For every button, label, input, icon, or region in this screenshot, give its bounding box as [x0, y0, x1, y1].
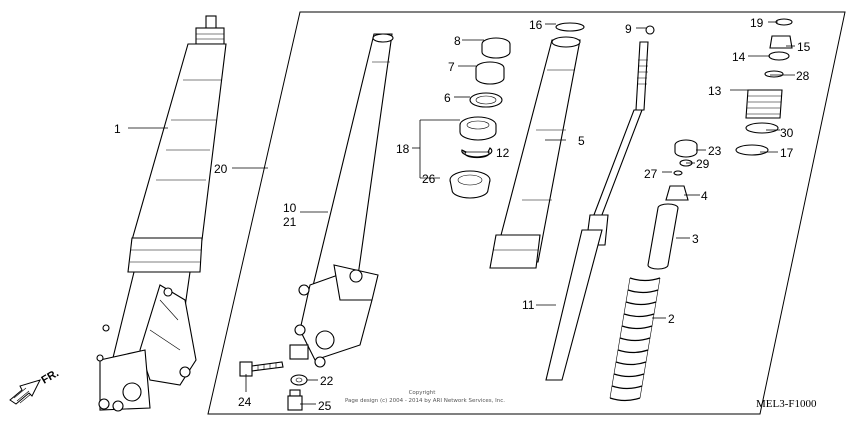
callout-3: 3 — [692, 232, 699, 246]
callout-21: 21 — [283, 215, 297, 229]
callout-26: 26 — [422, 172, 436, 186]
right-column-parts-drawing — [665, 18, 793, 201]
callout-5: 5 — [578, 134, 585, 148]
seal-stack-drawing — [449, 37, 511, 199]
callout-9: 9 — [625, 22, 632, 36]
fork-spring-2-drawing — [609, 277, 661, 402]
outer-tube-drawing — [289, 33, 394, 368]
front-direction-arrow-icon — [9, 379, 41, 405]
callout-15: 15 — [797, 40, 811, 54]
callout-19: 19 — [750, 16, 764, 30]
callout-22: 22 — [320, 374, 334, 388]
callout-1: 1 — [114, 122, 121, 136]
callout-labels: 1 20 10 21 8 7 6 18 12 26 16 5 11 9 19 1… — [114, 16, 811, 413]
ring-16-drawing — [555, 22, 585, 32]
callout-8: 8 — [454, 34, 461, 48]
callout-30: 30 — [780, 126, 794, 140]
exploded-view-frame — [207, 11, 846, 415]
callout-13: 13 — [708, 84, 722, 98]
callout-18: 18 — [396, 142, 410, 156]
damper-rod-drawing — [545, 25, 655, 381]
fork-assembly-drawing — [96, 15, 227, 412]
callout-6: 6 — [444, 91, 451, 105]
callout-7: 7 — [448, 60, 455, 74]
callout-27: 27 — [644, 167, 658, 181]
callout-23: 23 — [708, 144, 722, 158]
callout-14: 14 — [732, 50, 746, 64]
callout-24: 24 — [238, 395, 252, 409]
bolt-25-drawing — [287, 389, 303, 411]
washer-22-drawing — [290, 374, 308, 386]
callout-4: 4 — [701, 189, 708, 203]
copyright-line-1: Copyright — [409, 390, 437, 396]
diagram-code: MEL3-F1000 — [756, 398, 817, 410]
direction-label: FR. — [40, 367, 61, 386]
callout-28: 28 — [796, 69, 810, 83]
callout-29: 29 — [696, 157, 710, 171]
spring-collar-3-drawing — [647, 203, 679, 270]
leader-lines — [128, 21, 795, 405]
callout-25: 25 — [318, 399, 332, 413]
callout-11: 11 — [522, 298, 535, 312]
callout-2: 2 — [668, 312, 675, 326]
washer-9-drawing — [645, 25, 655, 35]
callout-12: 12 — [496, 146, 510, 160]
fork-tube-5-drawing — [489, 36, 581, 269]
callout-20: 20 — [214, 162, 228, 176]
bolt-24-drawing — [239, 361, 284, 377]
callout-16: 16 — [529, 18, 543, 32]
copyright-line-2: Page design (c) 2004 - 2014 by ARI Netwo… — [345, 398, 505, 404]
callout-10: 10 — [283, 201, 297, 215]
callout-17: 17 — [780, 146, 794, 160]
